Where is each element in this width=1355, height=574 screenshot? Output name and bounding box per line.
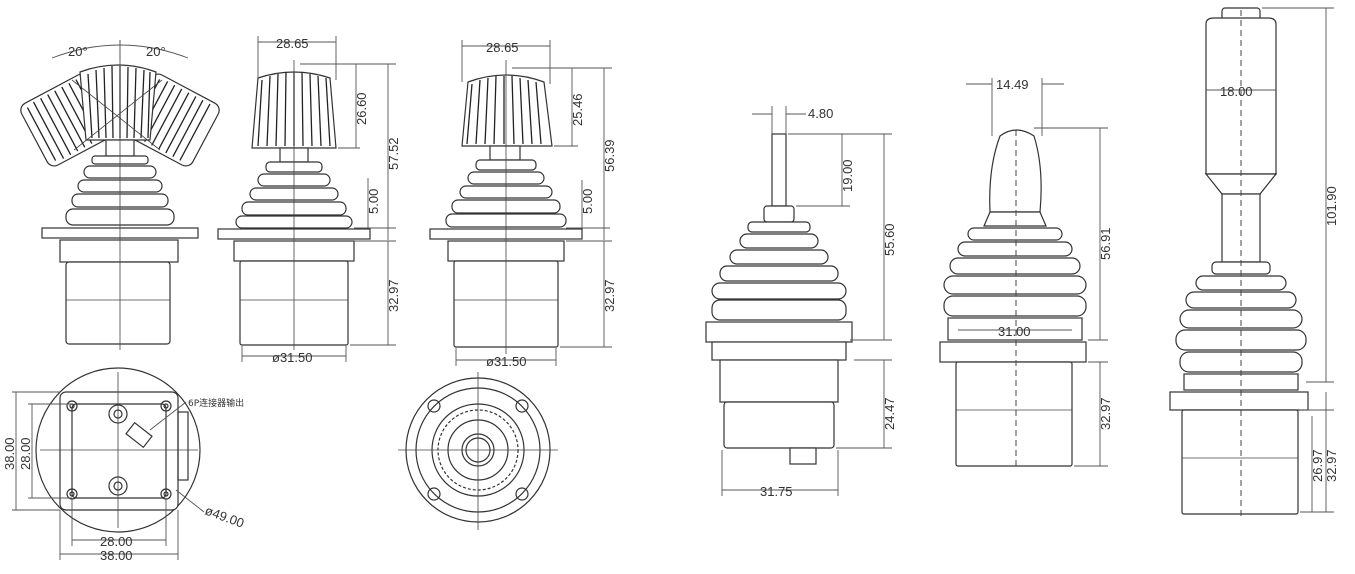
dim-grip-width: 14.49 (996, 77, 1029, 92)
dim-body-e2: 32.97 (1324, 449, 1339, 482)
dim-shaft-dia: 4.80 (808, 106, 833, 121)
dim-top-width-a: 28.65 (276, 36, 309, 51)
dim-base-c: 31.75 (760, 484, 793, 499)
angle-right-label: 20° (146, 44, 166, 59)
dim-base-dia-b: ø31.50 (486, 354, 526, 369)
dim-square-38-h: 38.00 (100, 548, 133, 563)
view-long-handle: 18.00 101.90 26.97 32.97 (1169, 7, 1339, 516)
view-grip: 14.49 56.91 31.00 32.97 (939, 77, 1113, 468)
dim-boot-d: 31.00 (998, 324, 1031, 339)
dim-total-e: 101.90 (1324, 186, 1339, 226)
connector-note: 6P连接器输出 (188, 397, 244, 409)
view-front-b: 28.65 25.46 56.39 5.00 32.97 ø31.50 (429, 40, 617, 369)
dim-body-e1: 26.97 (1310, 449, 1325, 482)
dim-body-height-b: 32.97 (602, 279, 617, 312)
view-top (398, 372, 558, 530)
view-front-a: 28.65 26.60 57.52 5.00 32.97 ø31.50 (217, 36, 401, 365)
dim-body-height-a: 32.97 (386, 279, 401, 312)
dim-knob-height-a: 26.60 (354, 92, 369, 125)
dim-square-28-v: 28.00 (18, 437, 33, 470)
view-shaft: 4.80 19.00 55.60 24.47 31.75 (705, 106, 897, 499)
dim-body-d: 32.97 (1098, 397, 1113, 430)
dim-boot-step-b: 5.00 (580, 189, 595, 214)
dim-total-c: 55.60 (882, 223, 897, 256)
dim-top-width-b: 28.65 (486, 40, 519, 55)
dim-body-c: 24.47 (882, 397, 897, 430)
dim-square-28-h: 28.00 (100, 534, 133, 549)
angle-left-label: 20° (68, 44, 88, 59)
view-bottom: 38.00 28.00 28.00 38.00 6P连接器输出 ø49.00 (2, 367, 246, 563)
dim-total-d: 56.91 (1098, 227, 1113, 260)
dim-base-dia-a: ø31.50 (272, 350, 312, 365)
dim-total-height-b: 56.39 (602, 139, 617, 172)
dim-handle-width: 18.00 (1220, 84, 1253, 99)
dim-square-38-v: 38.00 (2, 437, 17, 470)
dim-shaft-length: 19.00 (840, 159, 855, 192)
dim-boot-step-a: 5.00 (366, 189, 381, 214)
view-tilt-knob: 20° 20° (20, 40, 220, 350)
dim-knob-height-b: 25.46 (570, 93, 585, 126)
dim-total-height-a: 57.52 (386, 137, 401, 170)
dim-flange-dia: ø49.00 (203, 503, 246, 531)
